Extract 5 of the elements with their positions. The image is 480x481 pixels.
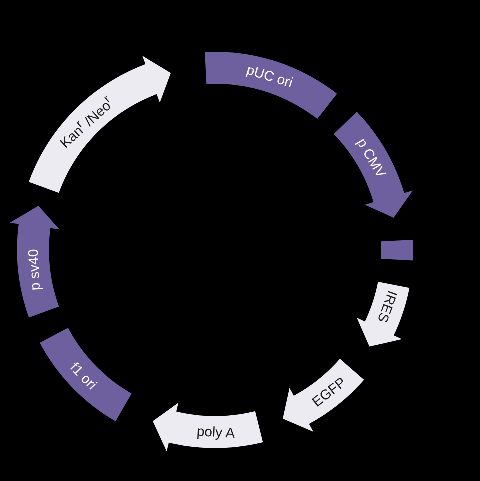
feature-label: pUC ori xyxy=(244,62,294,90)
feature-label: f1 ori xyxy=(68,360,100,392)
feature-label: poly A xyxy=(196,424,236,440)
feature-label: IRES xyxy=(376,289,400,325)
feature-label: p sv40 xyxy=(26,248,42,291)
